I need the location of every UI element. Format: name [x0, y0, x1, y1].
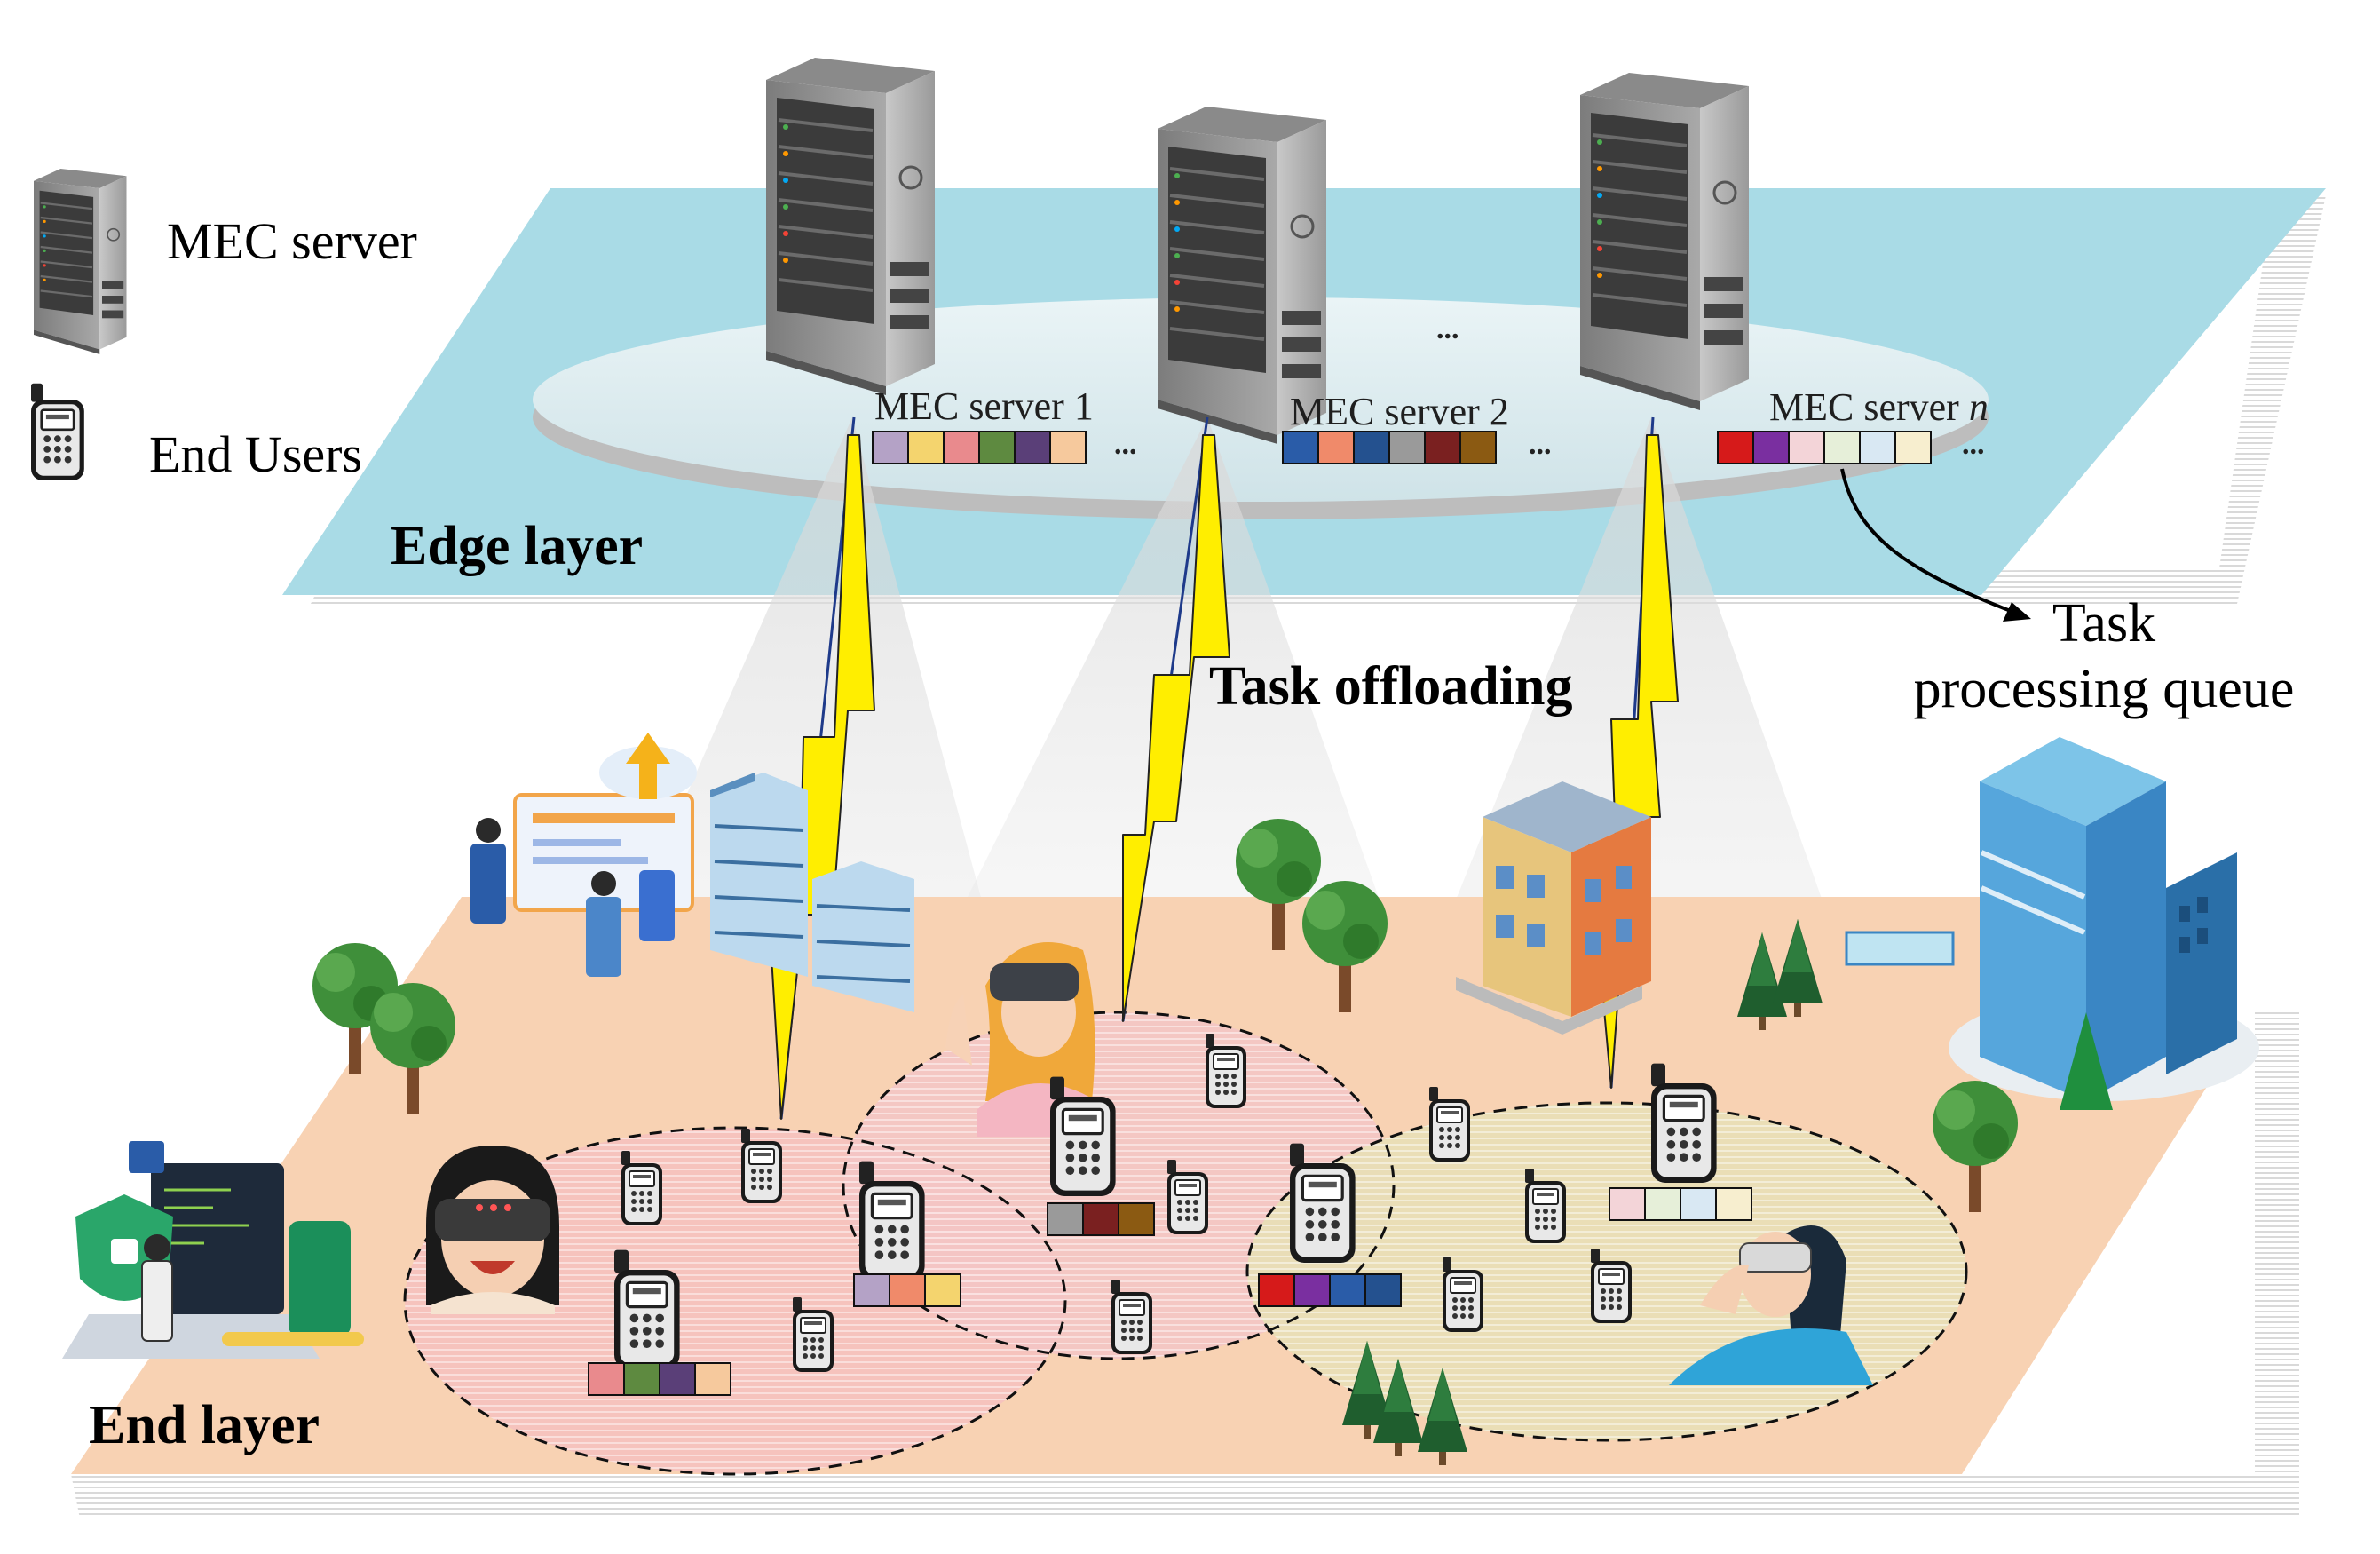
- queue-annotation-line1: Task: [2052, 593, 2156, 654]
- queue-task-cell: [1282, 431, 1319, 464]
- queue-task-cell: [1894, 431, 1932, 464]
- mec-server-1-icon: [764, 56, 937, 397]
- legend-server-icon: [32, 167, 128, 356]
- datacenter-racks-icon: [710, 773, 914, 1012]
- server-ellipsis: ...: [1436, 313, 1459, 345]
- queue-task-cell: [1317, 431, 1355, 464]
- queue-task-cell: [623, 1362, 660, 1396]
- queue-task-cell: [1609, 1187, 1646, 1221]
- user-task-queue: [853, 1273, 961, 1307]
- vr-user-woman-waving-icon: [945, 942, 1110, 1137]
- queue-task-cell: [889, 1273, 926, 1307]
- vr-user-woman-profile-icon: [1669, 1225, 1873, 1385]
- office-building-icon: [1845, 737, 2259, 1110]
- task-offloading-title: Task offloading: [1209, 656, 1573, 717]
- queue-task-cell: [694, 1362, 731, 1396]
- edge-layer-title: Edge layer: [391, 516, 644, 576]
- queue-task-cell: [659, 1362, 696, 1396]
- cloud-analytics-illustration: [470, 733, 697, 977]
- queue-task-cell: [1424, 431, 1461, 464]
- queue-ellipsis-1: ...: [1114, 428, 1137, 461]
- end-layer-title: End layer: [89, 1395, 320, 1455]
- queue-task-cell: [1014, 431, 1051, 464]
- legend-users-label: End Users: [149, 425, 363, 483]
- mec-server-n-index: n: [1968, 385, 1989, 429]
- queue-task-cell: [1049, 431, 1087, 464]
- queue-task-cell: [1459, 431, 1497, 464]
- mec-server-1-label: MEC server 1: [874, 385, 1094, 428]
- queue-task-cell: [978, 431, 1016, 464]
- queue-task-cell: [1364, 1273, 1402, 1307]
- mec-server-2-label: MEC server 2: [1290, 390, 1509, 433]
- legend-user-icon: [29, 382, 86, 482]
- queue-ellipsis-2: ...: [1529, 428, 1552, 461]
- queue-task-cell: [1353, 431, 1390, 464]
- queue-annotation: Task processing queue: [1882, 591, 2326, 723]
- queue-task-cell: [924, 1273, 961, 1307]
- queue-task-cell: [588, 1362, 625, 1396]
- laptop-security-illustration: [62, 1141, 364, 1359]
- vr-user-smiling-icon: [426, 1146, 559, 1314]
- queue-task-cell: [1644, 1187, 1681, 1221]
- queue-task-cell: [1717, 431, 1754, 464]
- queue-task-cell: [1752, 431, 1790, 464]
- queue-task-cell: [1118, 1202, 1155, 1236]
- queue-task-cell: [1680, 1187, 1717, 1221]
- queue-task-cell: [1258, 1273, 1295, 1307]
- queue-annotation-line2: processing queue: [1913, 659, 2295, 720]
- legend-server-label: MEC server: [167, 212, 417, 270]
- queue-task-cell: [907, 431, 945, 464]
- mec-server-n-icon: [1578, 71, 1751, 412]
- mec-server-2-queue: [1282, 431, 1497, 464]
- queue-task-cell: [1047, 1202, 1084, 1236]
- queue-task-cell: [1082, 1202, 1119, 1236]
- mec-server-n-queue: [1717, 431, 1932, 464]
- user-task-queue: [1047, 1202, 1155, 1236]
- queue-ellipsis-3: ...: [1962, 428, 1985, 461]
- queue-task-cell: [1823, 431, 1861, 464]
- queue-annotation-arrow: [1840, 468, 2016, 614]
- queue-task-cell: [1293, 1273, 1331, 1307]
- queue-task-cell: [872, 431, 909, 464]
- queue-task-cell: [853, 1273, 890, 1307]
- lightning-bolt-2: [1122, 434, 1230, 1022]
- queue-task-cell: [1715, 1187, 1752, 1221]
- mec-server-1-queue: [872, 431, 1087, 464]
- user-task-queue: [1258, 1273, 1402, 1307]
- mec-server-n-label: MEC server n: [1769, 385, 1989, 430]
- queue-task-cell: [1388, 431, 1426, 464]
- queue-task-cell: [1329, 1273, 1366, 1307]
- user-task-queue: [1609, 1187, 1752, 1221]
- queue-task-cell: [943, 431, 980, 464]
- apartment-building-icon: [1456, 781, 1651, 1035]
- mec-server-n-prefix: MEC server: [1769, 385, 1969, 429]
- queue-task-cell: [1788, 431, 1825, 464]
- queue-task-cell: [1859, 431, 1896, 464]
- queue-annotation-arrowhead: [2003, 602, 2031, 622]
- user-task-queue: [588, 1362, 731, 1396]
